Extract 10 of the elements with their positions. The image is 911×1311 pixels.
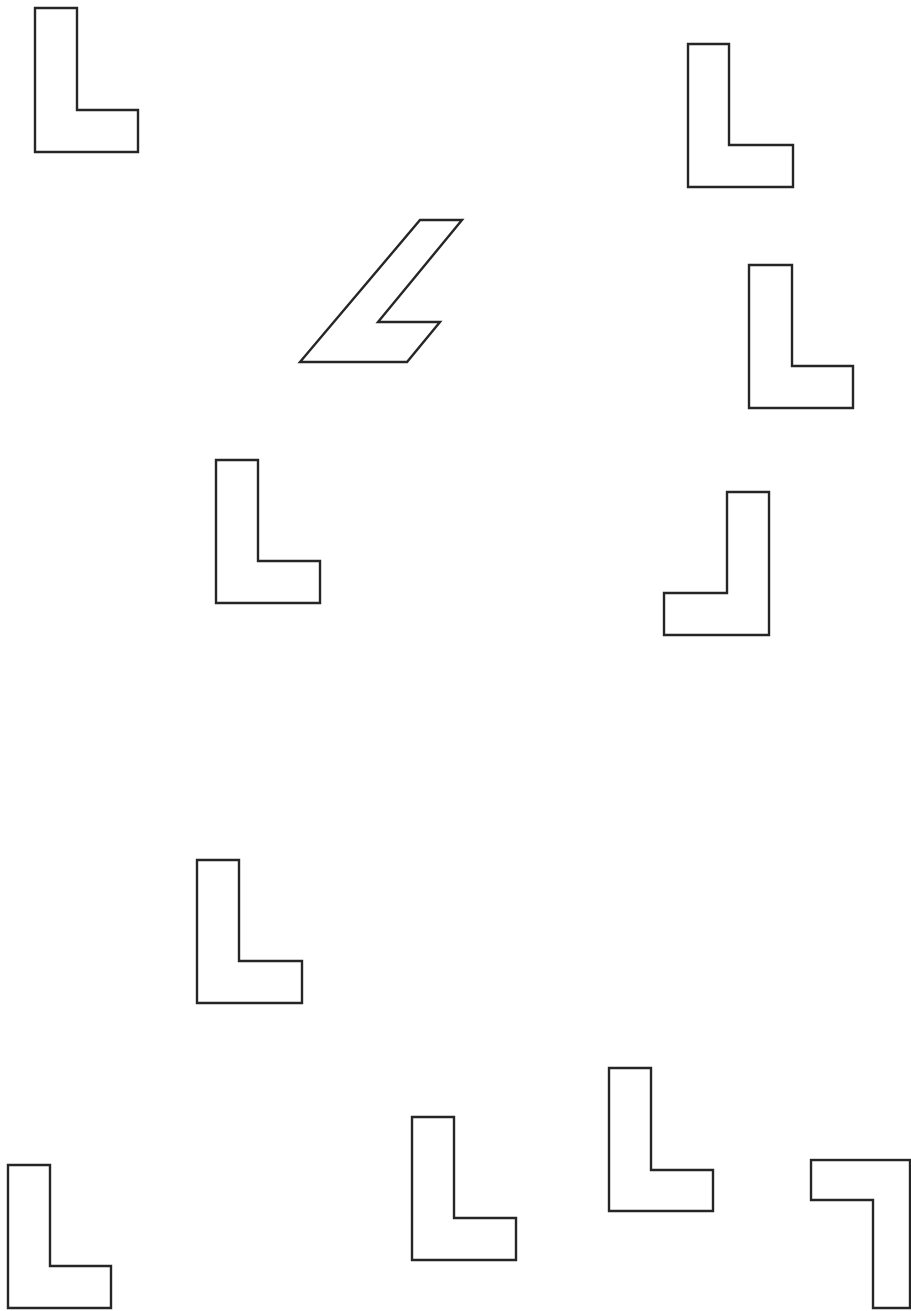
l-shape [410, 1115, 518, 1262]
l-shape [686, 42, 795, 189]
l-shape [607, 1066, 715, 1213]
l-shape [195, 858, 304, 1005]
l-shape [33, 6, 140, 154]
l-shape [809, 1158, 911, 1310]
l-shape [214, 458, 322, 605]
l-shape [747, 263, 855, 410]
l-shape [6, 1163, 113, 1310]
l-shape [662, 490, 771, 637]
